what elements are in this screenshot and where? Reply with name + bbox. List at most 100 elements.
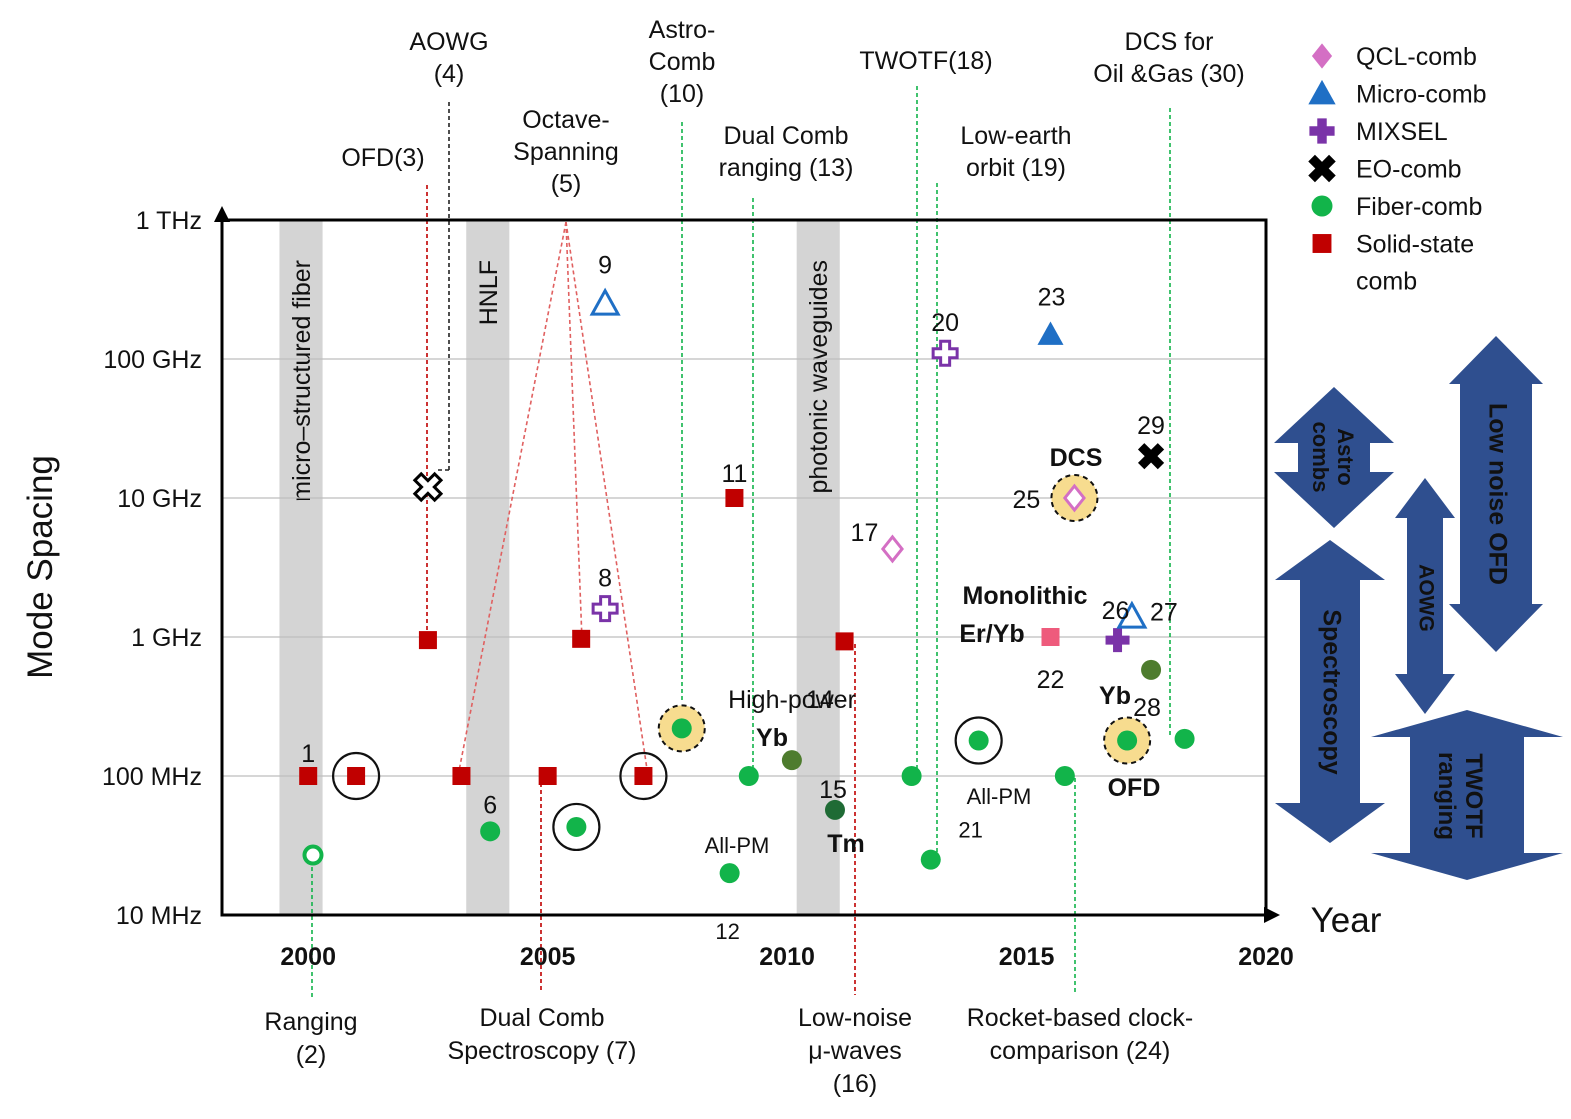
data-point-unlabeled-solid-marker: [634, 767, 653, 785]
top-annotation: Astro-: [649, 16, 716, 44]
point-number-label: 11: [721, 460, 747, 488]
data-point-unlabeled-fiber-marker: [671, 718, 692, 739]
er-yb-label: Er/Yb: [959, 620, 1024, 648]
point-number-label: 1: [301, 740, 315, 768]
legend-label: EO-comb: [1356, 156, 1462, 184]
top-annotation: (4): [434, 60, 465, 88]
annotation-leader-lines: [311, 86, 1171, 1000]
data-point-unlabeled-fiber-marker: [901, 766, 922, 786]
yb-label: Yb: [756, 724, 788, 752]
plot-frame: [220, 218, 1268, 917]
data-point-22-monolithic-marker: [1041, 628, 1060, 646]
y-axis-label: Mode Spacing: [21, 455, 60, 679]
eo-cross-shape: [412, 471, 444, 503]
data-point-25-qcl-marker: [1062, 483, 1086, 513]
point-number-label: 12: [715, 919, 739, 944]
point-number-label: 26: [1102, 597, 1130, 625]
astro-combs-label-line: Astro: [1333, 428, 1358, 485]
point-number-label: 14: [806, 686, 834, 714]
data-point-unlabeled-solid-marker: [418, 631, 437, 650]
data-point-unlabeled-solid-marker: [835, 632, 854, 651]
bottom-annotation: Low-noise: [798, 1004, 912, 1032]
data-point-unlabeled-solid-marker: [572, 629, 591, 648]
ring-highlight: [619, 751, 668, 801]
legend-label: Fiber-comb: [1356, 193, 1482, 221]
band-0: [279, 220, 323, 915]
top-annotation: Comb: [649, 48, 716, 76]
data-point-17-qcl-marker: [880, 534, 904, 564]
y-tick-label: 1 THz: [136, 207, 202, 235]
twotf-ranging-label-line: TWOTF: [1460, 753, 1487, 838]
top-annotation: orbit (19): [966, 154, 1066, 182]
point-number-label: 8: [598, 565, 612, 593]
y-tick-label: 100 GHz: [103, 346, 202, 374]
point-number-label: 23: [1038, 284, 1066, 312]
spectroscopy-label: Spectroscopy: [1317, 609, 1345, 774]
data-point-14-fiber_dark-marker: [781, 750, 802, 771]
data-point-28-fiber_dark-marker: [1141, 659, 1162, 680]
legend-marker-qcl: [1311, 43, 1333, 69]
dcs-label: DCS: [1050, 444, 1103, 472]
x-axis-arrowhead: [1264, 907, 1280, 923]
ofd-label: OFD: [1108, 774, 1161, 802]
data-point-unlabeled-fiber-marker: [1054, 766, 1075, 786]
x-tick-label: 2005: [520, 943, 576, 971]
legend-marker-eo: [1308, 154, 1336, 183]
bottom-annotation: Ranging: [264, 1008, 357, 1036]
x-axis-label: Year: [1311, 901, 1382, 940]
band-label: micro–structured fiber: [288, 260, 316, 502]
data-point-29-eo-marker: [1137, 443, 1165, 470]
y-tick-label: 10 GHz: [117, 485, 202, 513]
data-point-unlabeled-fiber-marker: [566, 816, 587, 837]
data-point-26-mixsel-marker: [1105, 628, 1130, 653]
point-number-label: 22: [1037, 666, 1065, 694]
data-point-unlabeled-solid-marker: [452, 767, 471, 785]
top-annotation: TWOTF(18): [859, 47, 992, 75]
legend-label: Solid-state: [1356, 231, 1474, 259]
bottom-annotation: (2): [296, 1041, 327, 1069]
point-number-label: 29: [1137, 412, 1165, 440]
data-point-unlabeled-solid-marker: [538, 767, 557, 785]
top-annotation: Octave-: [522, 106, 610, 134]
top-annotation: Oil &Gas (30): [1093, 60, 1244, 88]
top-annotation: ranging (13): [719, 154, 854, 182]
legend-marker-fiber: [1311, 195, 1333, 217]
aowg-label: AOWG: [1414, 564, 1437, 632]
bottom-annotation: comparison (24): [990, 1037, 1171, 1065]
data-point-unlabeled-fiber-marker: [920, 849, 941, 870]
legend-marker-micro: [1308, 79, 1336, 105]
data-point-6-fiber-marker: [480, 821, 501, 842]
tm-label: Tm: [827, 830, 865, 858]
ring-highlight: [954, 716, 1003, 765]
legend-marker-mixsel: [1309, 118, 1335, 144]
twotf-ranging-label-line: ranging: [1433, 752, 1460, 840]
data-point-1-solid-marker: [299, 767, 318, 785]
legend-label: MIXSEL: [1356, 118, 1448, 146]
x-tick-label: 2020: [1238, 943, 1294, 971]
twotf-ranging-arrow: [1371, 710, 1563, 880]
eo-cross-shape: [1137, 443, 1165, 470]
band-2: [796, 220, 840, 915]
top-annotation: (5): [551, 170, 582, 198]
astro-combs-arrow: [1274, 387, 1394, 528]
bottom-annotation: Rocket-based clock-: [967, 1004, 1193, 1032]
data-point-unlabeled-fiber-marker: [738, 766, 759, 786]
ring-highlight: [552, 802, 601, 852]
aowg-arrow: [1395, 478, 1455, 714]
point-number-label: 6: [483, 791, 497, 819]
top-annotation: Low-earth: [960, 122, 1071, 150]
x-tick-label: 2000: [280, 943, 336, 971]
point-number-label: 25: [1013, 486, 1041, 514]
astro-combs-label-line: combs: [1308, 422, 1333, 493]
legend-marker-solid: [1312, 234, 1332, 253]
top-annotation: Spanning: [513, 138, 619, 166]
bottom-annotation: Dual Comb: [479, 1004, 604, 1032]
x-tick-label: 2010: [759, 943, 815, 971]
top-annotation: DCS for: [1125, 28, 1214, 56]
point-number-label: 21: [958, 818, 982, 843]
